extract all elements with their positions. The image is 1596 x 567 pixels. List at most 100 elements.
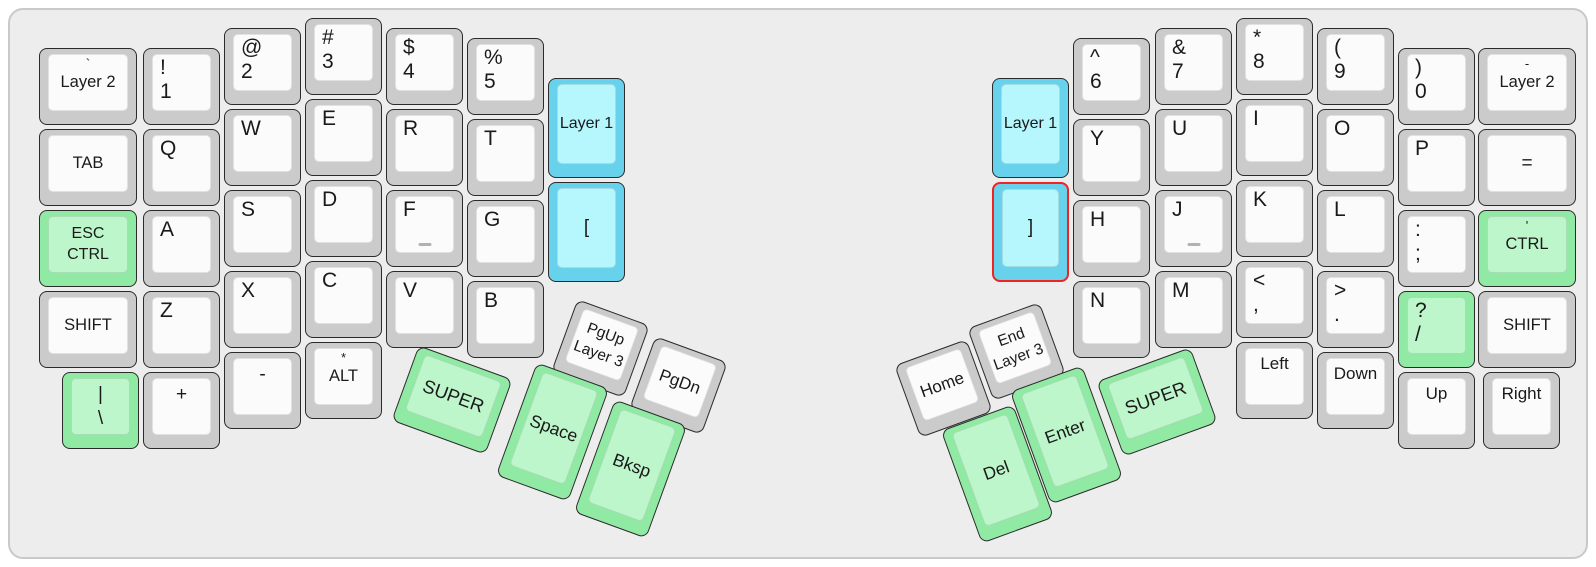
key-right-7[interactable]: &7 [1155, 28, 1232, 105]
key-right-n[interactable]: N [1073, 281, 1150, 358]
keycap-top-surface: (9 [1326, 34, 1385, 91]
key-left-v[interactable]: V [386, 271, 463, 348]
keycap-top-surface: [ [557, 188, 616, 268]
key-left-e[interactable]: E [305, 99, 382, 176]
key-legend-top: - [259, 364, 266, 385]
key-left-c[interactable]: C [305, 261, 382, 338]
key-legend-center: Layer 2 [49, 55, 127, 110]
keycap-top-surface: :; [1407, 216, 1466, 273]
key-left-b[interactable]: B [467, 281, 544, 358]
keycap-top-surface: V [395, 277, 454, 334]
key-right-right-arrow[interactable]: Right [1483, 372, 1560, 449]
key-right-comma[interactable]: <, [1236, 261, 1313, 338]
key-legend-shifted: @ [241, 36, 263, 59]
key-right-quote-ctrl[interactable]: 'CTRL [1478, 210, 1576, 287]
key-legend-small-top: ` [85, 56, 91, 71]
key-left-pipe-backslash[interactable]: |\ [62, 372, 139, 449]
key-legend-line: Space [526, 410, 581, 446]
key-right-dash-layer2[interactable]: -Layer 2 [1478, 48, 1576, 125]
key-left-a[interactable]: A [143, 210, 220, 287]
key-left-grave-layer2[interactable]: `Layer 2 [39, 48, 137, 125]
key-right-y[interactable]: Y [1073, 119, 1150, 196]
key-legend-line: PgDn [656, 364, 703, 398]
key-right-i[interactable]: I [1236, 99, 1313, 176]
key-right-equals[interactable]: = [1478, 129, 1576, 206]
key-left-5[interactable]: %5 [467, 38, 544, 115]
keycap-top-surface: S [233, 196, 292, 253]
key-legend-shifted: : [1415, 218, 1421, 241]
key-left-s[interactable]: S [224, 190, 301, 267]
key-left-lbracket[interactable]: [ [548, 182, 625, 282]
key-legend-small-top: - [1524, 56, 1530, 71]
key-legend-shifted: V [403, 279, 418, 302]
key-right-j[interactable]: J [1155, 190, 1232, 267]
key-right-6[interactable]: ^6 [1073, 38, 1150, 115]
key-left-star-alt[interactable]: *ALT [305, 342, 382, 419]
key-right-p[interactable]: P [1398, 129, 1475, 206]
key-right-9[interactable]: (9 [1317, 28, 1394, 105]
keycap-top-surface: Q [152, 135, 211, 192]
key-right-period[interactable]: >. [1317, 271, 1394, 348]
keycap-top-surface: Up [1407, 378, 1466, 435]
key-right-semicolon[interactable]: :; [1398, 210, 1475, 287]
key-legend-center: PgDn [643, 346, 715, 417]
keycap-top-surface: I [1245, 105, 1304, 162]
keycap-top-surface: ] [1002, 189, 1059, 267]
key-left-r[interactable]: R [386, 109, 463, 186]
key-right-shift[interactable]: SHIFT [1478, 291, 1576, 368]
key-right-l[interactable]: L [1317, 190, 1394, 267]
key-left-shift[interactable]: SHIFT [39, 291, 137, 368]
key-right-up-arrow[interactable]: Up [1398, 372, 1475, 449]
key-left-x[interactable]: X [224, 271, 301, 348]
key-left-t[interactable]: T [467, 119, 544, 196]
key-legend-shifted: ^ [1090, 46, 1100, 69]
key-legend-center: [ [558, 189, 615, 267]
key-right-o[interactable]: O [1317, 109, 1394, 186]
key-legend-shifted: ? [1415, 299, 1427, 322]
keycap-top-surface: *8 [1245, 24, 1304, 81]
key-right-m[interactable]: M [1155, 271, 1232, 348]
key-right-down-arrow[interactable]: Down [1317, 352, 1394, 429]
key-right-left-arrow[interactable]: Left [1236, 342, 1313, 419]
key-left-g[interactable]: G [467, 200, 544, 277]
key-left-minus[interactable]: - [224, 352, 301, 429]
key-right-h[interactable]: H [1073, 200, 1150, 277]
key-right-rbracket[interactable]: ] [992, 182, 1069, 282]
key-left-tab[interactable]: TAB [39, 129, 137, 206]
keycap-top-surface: G [476, 206, 535, 263]
key-right-0[interactable]: )0 [1398, 48, 1475, 125]
key-legend-center: SHIFT [49, 298, 127, 353]
key-right-u[interactable]: U [1155, 109, 1232, 186]
keycap-top-surface: D [314, 186, 373, 243]
key-left-z[interactable]: Z [143, 291, 220, 368]
keycap-top-surface: J [1164, 196, 1223, 253]
key-left-4[interactable]: $4 [386, 28, 463, 105]
key-left-3[interactable]: #3 [305, 18, 382, 95]
key-legend-base: 8 [1253, 50, 1265, 73]
key-left-f[interactable]: F [386, 190, 463, 267]
key-legend-shifted: % [484, 46, 503, 69]
key-left-q[interactable]: Q [143, 129, 220, 206]
key-left-plus[interactable]: + [143, 372, 220, 449]
key-legend-line: Layer 2 [1499, 72, 1555, 91]
key-left-2[interactable]: @2 [224, 28, 301, 105]
keycap-top-surface: - [233, 358, 292, 415]
keycap-top-surface: H [1082, 206, 1141, 263]
keycap-top-surface: #3 [314, 24, 373, 81]
key-right-8[interactable]: *8 [1236, 18, 1313, 95]
key-right-slash[interactable]: ?/ [1398, 291, 1475, 368]
key-legend-shifted: $ [403, 36, 415, 59]
key-left-1[interactable]: !1 [143, 48, 220, 125]
key-left-d[interactable]: D [305, 180, 382, 257]
keycap-top-surface: <, [1245, 267, 1304, 324]
keycap-top-surface: E [314, 105, 373, 162]
key-right-k[interactable]: K [1236, 180, 1313, 257]
key-legend-base: 1 [160, 80, 172, 103]
key-left-layer1[interactable]: Layer 1 [548, 78, 625, 178]
key-right-layer1[interactable]: Layer 1 [992, 78, 1069, 178]
key-left-w[interactable]: W [224, 109, 301, 186]
keycap-top-surface: %5 [476, 44, 535, 101]
keycap-top-surface: $4 [395, 34, 454, 91]
